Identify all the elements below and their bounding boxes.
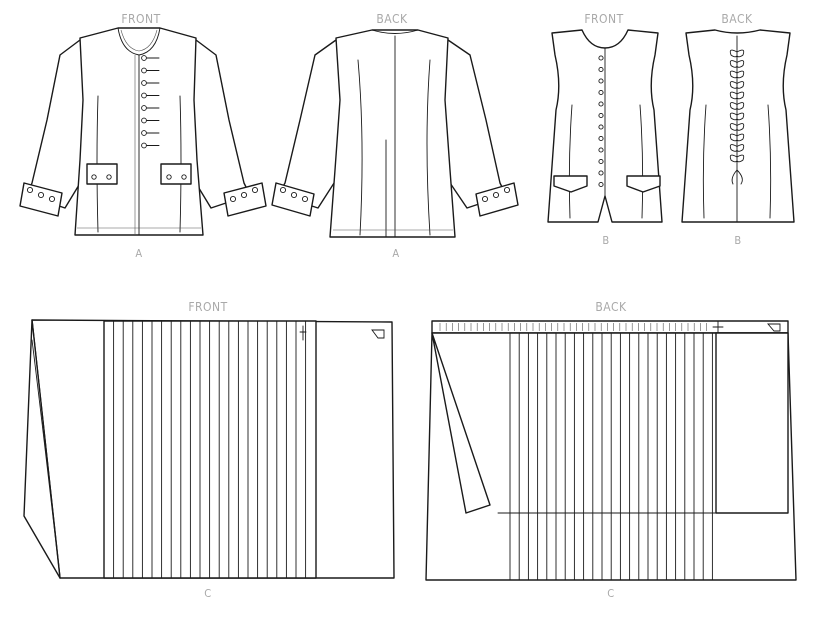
vest-back-body — [681, 29, 795, 223]
vest-front-button — [598, 66, 604, 73]
vest-front-left-pocket-flap — [553, 175, 588, 193]
jacket-front-buttons — [141, 55, 160, 149]
jacket-front-title: FRONT — [121, 12, 161, 26]
skirt-back-title: BACK — [595, 300, 627, 314]
skirt-back-panel-overlay — [715, 332, 789, 514]
jacket-back-right-cuff — [475, 182, 519, 217]
vest-back-lacing-loop — [729, 81, 745, 89]
vest-back-lacing — [729, 49, 745, 163]
vest-back-lacing-loop — [729, 49, 745, 58]
jacket-front-button — [141, 105, 147, 111]
vest-back-lacing-loop — [729, 123, 745, 131]
jacket-back-title: BACK — [376, 12, 408, 26]
vest-front-letter: B — [602, 234, 610, 247]
jacket-front-right-pocket — [160, 163, 192, 185]
jacket-front-left-pocket — [86, 163, 118, 185]
jacket-front-button — [141, 117, 147, 124]
vest-front-right-pocket-flap — [626, 175, 661, 193]
vest-front-button — [598, 89, 604, 96]
vest-front-buttons — [598, 55, 604, 188]
vest-front-button — [598, 170, 604, 176]
vest-back-lacing-loop — [729, 133, 745, 142]
vest-back-lacing-loop — [729, 91, 745, 100]
vest-back-title: BACK — [721, 12, 753, 26]
vest-front-button — [598, 55, 604, 61]
jacket-front-button — [141, 142, 147, 149]
vest-front-button — [598, 78, 604, 84]
jacket-front-button — [141, 130, 147, 136]
jacket-back-cuff-buttons — [279, 186, 511, 203]
skirt-back-waistband-stitching — [439, 323, 707, 331]
jacket-back-body — [329, 29, 456, 238]
skirt-front-letter: C — [204, 587, 212, 600]
vest-front-button — [598, 135, 604, 142]
vest-front-button — [598, 101, 604, 107]
skirt-front-title: FRONT — [188, 300, 228, 314]
vest-back-lacing-loop — [729, 102, 745, 110]
vest-back-lacing-loop — [729, 70, 745, 79]
vest-front-button — [598, 147, 604, 153]
jacket-front-button — [141, 55, 147, 61]
jacket-front-right-cuff — [223, 182, 267, 217]
vest-front-title: FRONT — [584, 12, 624, 26]
skirt-front-wrap-underlap — [23, 319, 61, 579]
jacket-back-letter: A — [392, 247, 400, 260]
vest-back-letter: B — [734, 234, 742, 247]
skirt-back-pleats — [497, 332, 717, 581]
jacket-front-drawing — [19, 27, 267, 236]
skirt-back-wrap-underlap — [431, 332, 491, 514]
jacket-front-cuff-buttons — [26, 186, 259, 203]
jacket-front-letter: A — [135, 247, 143, 260]
vest-back-lacing-loop — [729, 112, 745, 121]
vest-front-button — [598, 158, 604, 165]
skirt-back-letter: C — [607, 587, 615, 600]
vest-front-button — [598, 181, 604, 188]
jacket-front-button — [141, 92, 147, 99]
jacket-front-button — [141, 80, 147, 86]
vest-back-lacing-loop — [729, 154, 745, 163]
skirt-back-waistband — [431, 320, 789, 334]
vest-back-lacing-loop — [729, 144, 745, 152]
skirt-front-drawing — [23, 319, 395, 579]
jacket-front-button — [141, 67, 147, 74]
vest-front-button — [598, 112, 604, 119]
vest-front-drawing — [547, 29, 663, 223]
jacket-back-left-cuff — [271, 182, 315, 217]
jacket-front-left-cuff — [19, 182, 63, 217]
skirt-front-pleats — [113, 320, 307, 579]
jacket-back-drawing — [271, 29, 519, 238]
vest-front-button — [598, 124, 604, 130]
vest-back-lacing-loop — [729, 60, 745, 68]
vest-back-drawing — [681, 29, 795, 223]
